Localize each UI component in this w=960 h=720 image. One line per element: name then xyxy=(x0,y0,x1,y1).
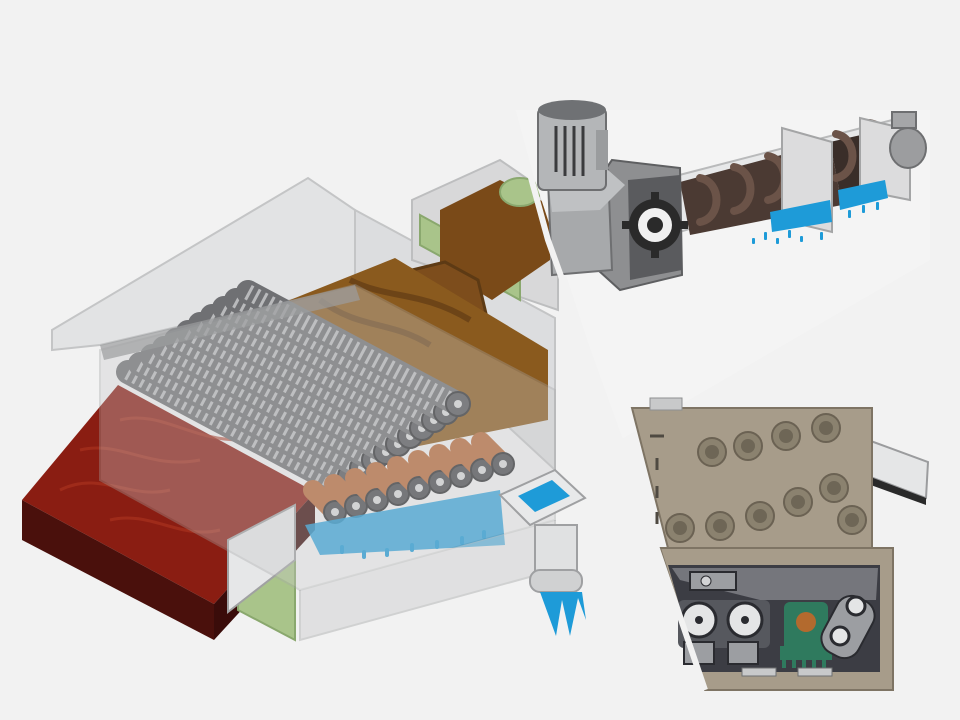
hopper-sludge xyxy=(440,180,550,300)
water-nozzle-icon xyxy=(498,468,587,636)
base-feet xyxy=(741,667,833,677)
bolt xyxy=(837,505,867,535)
screw-flight xyxy=(832,130,857,182)
bolt xyxy=(771,421,801,451)
roller xyxy=(366,462,410,506)
sludge-ramp-front xyxy=(22,500,214,640)
bolt xyxy=(783,487,813,517)
roller xyxy=(345,468,389,512)
bolt xyxy=(811,413,841,443)
motor-mount xyxy=(689,571,737,591)
roller-icon xyxy=(678,600,770,665)
screw-press xyxy=(512,100,930,440)
roller-bank-lower xyxy=(303,432,515,524)
side-chute-edge xyxy=(868,476,926,505)
panel-divider-line xyxy=(509,107,708,691)
motor-icon xyxy=(537,100,625,277)
roller xyxy=(408,450,452,494)
shaft-cap xyxy=(891,111,917,129)
bolt xyxy=(665,513,695,543)
bolt xyxy=(697,437,727,467)
gear-icon xyxy=(622,192,688,258)
screw-flight xyxy=(696,174,721,226)
bolt xyxy=(819,473,849,503)
roller xyxy=(303,480,347,524)
tension-arm xyxy=(820,594,876,660)
outlet-gray-plate xyxy=(227,503,296,615)
drain-water xyxy=(305,490,505,559)
mount-bolt xyxy=(700,575,712,587)
panel-slots xyxy=(650,434,664,524)
roller xyxy=(450,438,494,482)
sludge-ramp-texture xyxy=(59,416,241,534)
screw-drain-water xyxy=(752,180,888,244)
screw-flight xyxy=(730,163,755,215)
roller xyxy=(471,432,515,476)
bolt xyxy=(733,431,763,461)
circuit-board-icon xyxy=(780,602,832,668)
roller-bank xyxy=(116,280,471,497)
drive-unit xyxy=(630,397,930,691)
panel-bolts xyxy=(665,413,867,543)
roller-separator-machine xyxy=(22,158,587,642)
shaft-end xyxy=(889,127,927,169)
bolt xyxy=(745,501,775,531)
bolt xyxy=(705,511,735,541)
housing-top-rim xyxy=(100,285,360,360)
top-bracket xyxy=(649,397,683,411)
